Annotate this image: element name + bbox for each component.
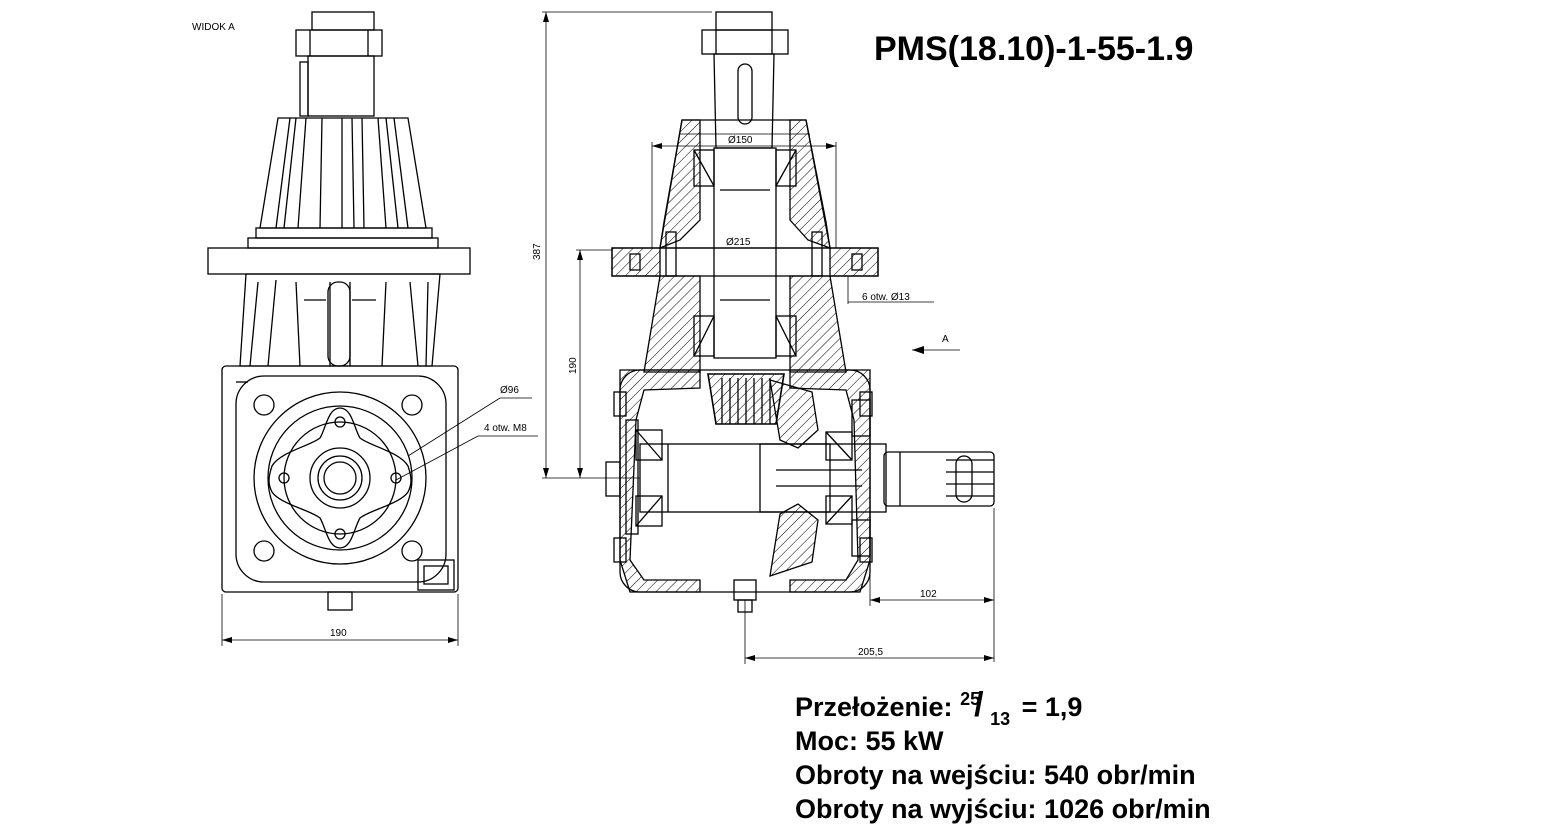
spec-input-speed: Obroty na wejściu: 540 obr/min bbox=[795, 760, 1196, 790]
spec-output-speed: Obroty na wyjściu: 1026 obr/min bbox=[795, 794, 1211, 824]
dim-height-190: 190 bbox=[568, 357, 579, 374]
view-arrow-label: A bbox=[942, 334, 949, 345]
dim-height-387: 387 bbox=[532, 243, 543, 260]
section-dimension-lines bbox=[542, 11, 995, 662]
section-view-drawing bbox=[605, 11, 995, 664]
ratio-label: Przełożenie: bbox=[795, 692, 953, 722]
drawing-title: PMS(18.10)-1-55-1.9 bbox=[874, 30, 1194, 68]
dim-holes-d13: 6 otw. Ø13 bbox=[862, 292, 910, 303]
dim-holes-m8: 4 otw. M8 bbox=[484, 423, 527, 434]
dim-width-205: 205,5 bbox=[858, 647, 883, 658]
ratio-slash: / bbox=[974, 686, 984, 724]
spec-power: Moc: 55 kW bbox=[795, 726, 944, 756]
dim-width-102: 102 bbox=[920, 589, 937, 600]
dim-d215: Ø215 bbox=[726, 237, 751, 248]
ratio-denominator: 13 bbox=[990, 709, 1011, 729]
dim-d96: Ø96 bbox=[500, 385, 519, 396]
view-a-drawing: WIDOK A bbox=[192, 11, 538, 646]
spec-ratio: Przełożenie: 25 / 13 = 1,9 bbox=[795, 688, 1211, 729]
spec-block: Przełożenie: 25 / 13 = 1,9 Moc: 55 kW Ob… bbox=[795, 688, 1211, 826]
dim-d150: Ø150 bbox=[728, 135, 753, 146]
ratio-numerator: 25 bbox=[960, 689, 981, 709]
ratio-value: = 1,9 bbox=[1021, 692, 1083, 722]
view-a-label: WIDOK A bbox=[192, 22, 235, 33]
ratio-fraction: 25 / 13 bbox=[960, 688, 1014, 729]
dim-width-190: 190 bbox=[330, 628, 347, 639]
